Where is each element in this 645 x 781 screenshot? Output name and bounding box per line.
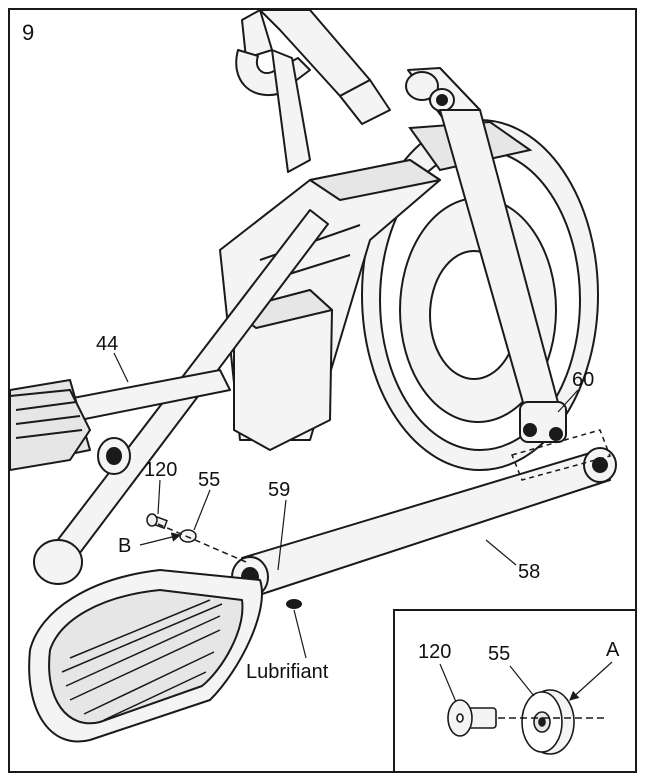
inset-leader-55 [509,665,535,697]
callout-b: B [118,535,131,557]
detail-inset: 120 55 A [393,609,635,771]
lubricant-point [286,599,302,609]
link-arm [439,109,567,443]
bolt-120-main [146,513,168,530]
rear-pedal [10,388,92,472]
inset-leader-120 [439,663,457,703]
leader-lines [113,352,579,659]
callout-44: 44 [96,333,118,355]
inset-bolt-120 [447,699,497,737]
callout-58: 58 [518,561,540,583]
assembly-region [510,429,611,481]
callout-59: 59 [268,479,290,501]
main-body [219,159,441,451]
inset-callout-a: A [606,639,620,661]
inset-washer-55 [521,689,575,755]
inset-callout-55: 55 [488,643,510,665]
washer-55-main [179,529,197,543]
instruction-panel: 9 44 120 55 59 60 58 B Lubrifiant 120 55… [8,8,637,773]
callout-lubricant: Lubrifiant [246,661,329,683]
step-number: 9 [22,20,34,45]
pedal [28,569,263,743]
assembly-axis-main [157,523,247,563]
callout-55: 55 [198,469,220,491]
inset-leader-a [569,661,613,701]
callout-120: 120 [144,459,177,481]
callout-60: 60 [572,369,594,391]
assembly-diagram: 9 44 120 55 59 60 58 B Lubrifiant 120 55… [10,10,635,771]
upper-frame [235,10,391,173]
inset-callout-120: 120 [418,641,451,663]
